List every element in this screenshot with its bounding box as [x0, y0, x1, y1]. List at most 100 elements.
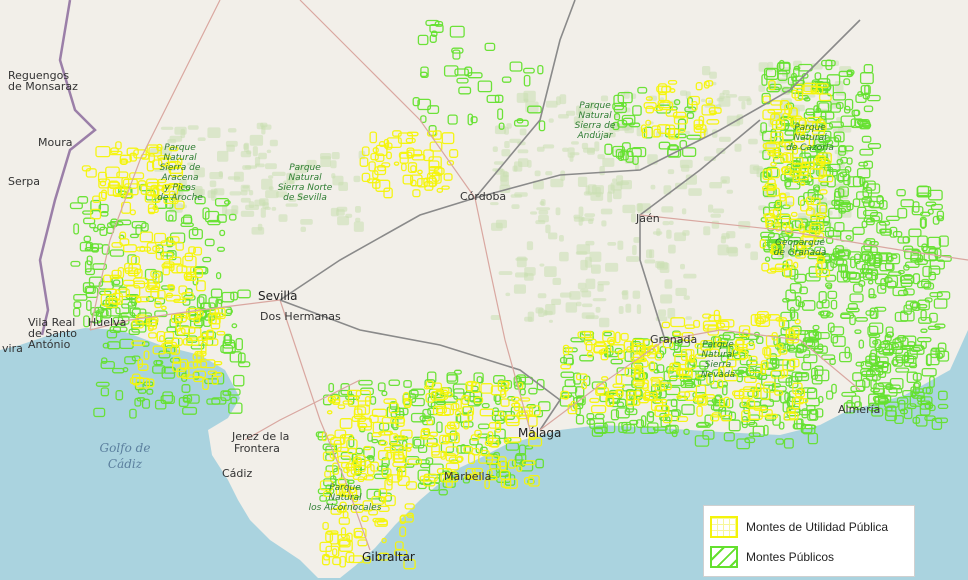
place-label: Reguengos	[8, 69, 69, 82]
forest-patch	[894, 415, 904, 425]
forest-patch	[403, 397, 412, 407]
forest-patch	[188, 327, 202, 339]
park-label: y Picos	[163, 183, 196, 193]
park-area	[680, 90, 688, 96]
forest-patch	[788, 218, 803, 230]
forest-patch	[719, 319, 735, 328]
forest-patch	[832, 91, 847, 101]
park-area	[767, 61, 774, 72]
forest-patch	[884, 262, 894, 271]
forest-patch	[845, 307, 860, 313]
road-line	[539, 329, 861, 431]
forest-patch	[778, 233, 790, 242]
forest-patch	[403, 379, 412, 388]
forest-patch	[921, 243, 928, 252]
park-area	[187, 162, 194, 166]
forest-patch	[176, 367, 190, 378]
forest-patch	[194, 196, 206, 205]
forest-patch	[425, 380, 434, 390]
forest-patch	[615, 374, 623, 385]
forest-patch	[152, 186, 160, 199]
park-area	[258, 152, 267, 160]
forest-patch	[791, 220, 802, 232]
forest-patch	[789, 358, 800, 368]
forest-patch	[454, 410, 461, 417]
park-label: de Aroche	[157, 193, 203, 203]
forest-patch	[762, 142, 778, 149]
forest-patch	[393, 435, 406, 440]
park-label: Parque	[289, 163, 321, 173]
forest-patch	[374, 519, 388, 527]
forest-patch	[575, 373, 588, 381]
forest-patch	[913, 382, 920, 395]
forest-patch	[698, 115, 705, 127]
forest-patch	[182, 394, 193, 403]
forest-patch	[346, 438, 358, 450]
forest-patch	[778, 192, 787, 199]
forest-patch	[443, 473, 459, 483]
forest-patch	[924, 297, 933, 303]
forest-patch	[372, 421, 385, 434]
forest-patch	[792, 171, 801, 183]
forest-patch	[451, 47, 464, 54]
forest-patch	[348, 435, 355, 448]
forest-patch	[129, 408, 137, 419]
forest-patch	[501, 76, 512, 83]
forest-patch	[211, 375, 219, 385]
forest-patch	[351, 415, 367, 422]
forest-patch	[770, 369, 785, 379]
forest-patch	[193, 370, 207, 379]
forest-patch	[111, 292, 123, 305]
forest-patch	[746, 342, 756, 351]
forest-patch	[119, 238, 130, 246]
forest-patch	[324, 470, 332, 478]
forest-patch	[506, 436, 522, 443]
forest-patch	[443, 65, 459, 77]
forest-patch	[798, 119, 807, 126]
park-label: Geoparque	[775, 238, 825, 248]
forest-patch	[792, 423, 807, 430]
park-area	[682, 230, 690, 236]
forest-patch	[775, 200, 782, 207]
forest-patch	[654, 352, 663, 361]
park-area	[355, 206, 361, 213]
forest-patch	[339, 485, 346, 495]
forest-patch	[165, 161, 177, 169]
forest-patch	[654, 405, 670, 418]
forest-patch	[710, 414, 720, 422]
forest-patch	[861, 196, 873, 204]
park-area	[649, 249, 655, 259]
forest-patch	[783, 267, 793, 278]
forest-patch	[131, 373, 141, 386]
forest-patch	[464, 474, 473, 480]
forest-patch	[383, 430, 394, 436]
forest-patch	[109, 249, 125, 257]
forest-patch	[500, 381, 510, 387]
forest-patch	[846, 157, 853, 165]
forest-patch	[146, 296, 155, 303]
forest-patch	[772, 244, 778, 255]
park-area	[227, 128, 237, 133]
forest-patch	[152, 345, 166, 355]
park-area	[591, 264, 601, 274]
forest-patch	[818, 174, 834, 183]
forest-patch	[645, 96, 653, 101]
park-area	[254, 163, 265, 168]
forest-patch	[156, 143, 163, 152]
forest-patch	[125, 285, 141, 297]
place-label: Granada	[650, 333, 697, 346]
forest-patch	[73, 307, 81, 317]
forest-patch	[447, 471, 460, 478]
forest-patch	[861, 370, 876, 377]
forest-patch	[158, 350, 171, 359]
forest-patch	[162, 265, 171, 276]
forest-patch	[816, 300, 824, 309]
forest-patch	[490, 441, 500, 448]
forest-patch	[656, 364, 665, 374]
forest-patch	[83, 315, 90, 328]
park-label: Parque	[702, 340, 734, 350]
forest-patch	[890, 254, 898, 260]
park-area	[758, 84, 766, 92]
